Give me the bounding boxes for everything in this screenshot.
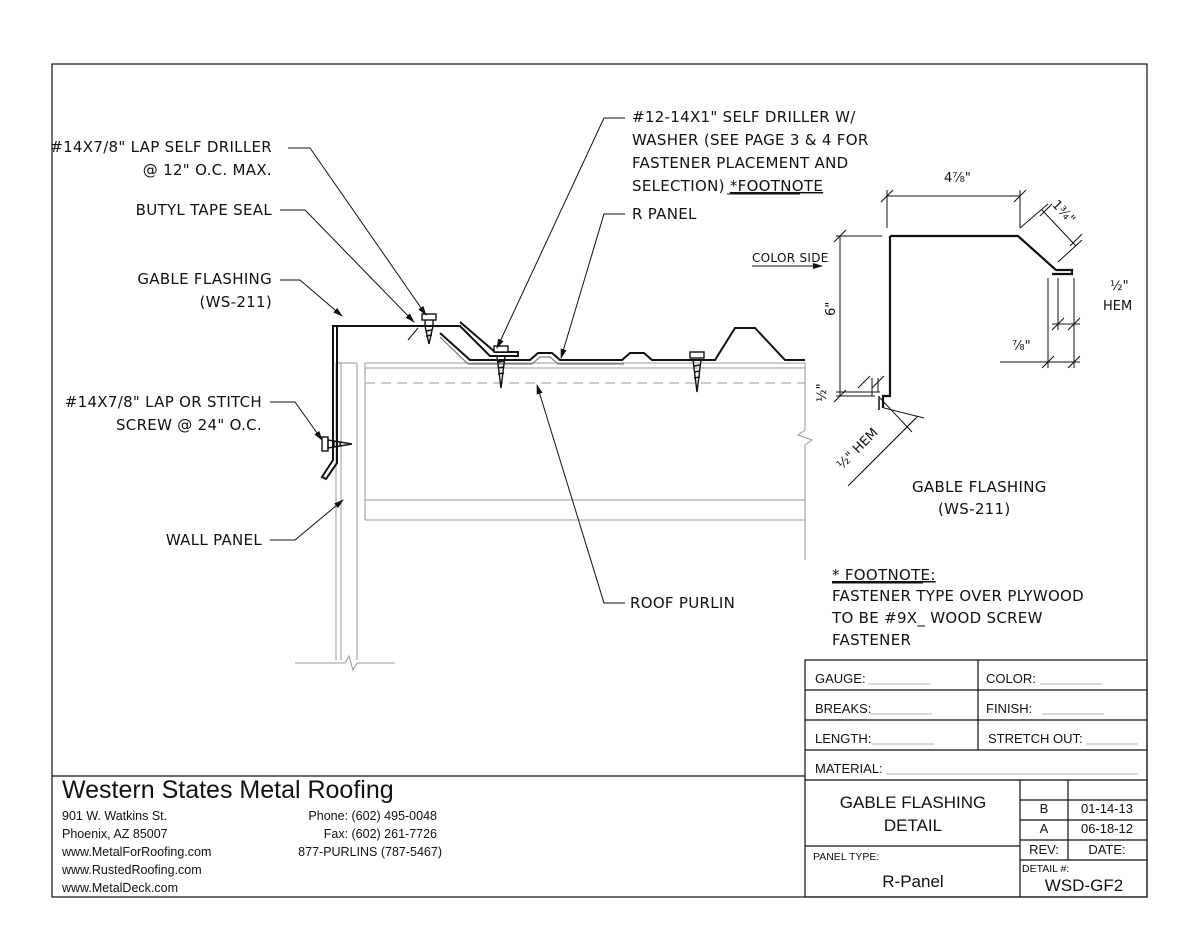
profile-subtitle: (WS-211): [938, 500, 1011, 518]
flashing-profile-line: [890, 234, 1074, 276]
lap-self-driller-label: @ 12" O.C. MAX.: [143, 161, 272, 179]
fax-number: Fax: (602) 261-7726: [324, 827, 437, 841]
self-driller-label: SELECTION) *FOOTNOTE: [632, 177, 823, 195]
sheet-border: [51, 63, 1148, 898]
r-panel-profile: [439, 327, 805, 361]
gable-flashing-label: GABLE FLASHING: [137, 270, 272, 288]
color-side-label: COLOR SIDE: [752, 251, 829, 265]
detail-title: GABLE FLASHING: [840, 793, 986, 812]
footnote-heading: * FOOTNOTE:: [832, 566, 936, 584]
section-detail: [295, 313, 814, 672]
wall-panel-label: WALL PANEL: [166, 531, 262, 549]
dim-slope: 1¾": [1048, 198, 1077, 228]
r-panel-label: R PANEL: [632, 205, 697, 223]
selection-text: SELECTION): [632, 177, 730, 195]
self-driller-label: WASHER (SEE PAGE 3 & 4 FOR: [632, 131, 869, 149]
date-header: DATE:: [1088, 842, 1125, 857]
breaks-field[interactable]: BREAKS:: [815, 701, 871, 716]
website-link: www.MetalForRoofing.com: [61, 845, 211, 859]
detail-title: DETAIL: [884, 816, 942, 835]
stretch-out-field[interactable]: STRETCH OUT:: [988, 731, 1083, 746]
color-field[interactable]: COLOR:: [986, 671, 1036, 686]
tollfree-number: 877-PURLINS (787-5467): [298, 845, 442, 859]
detail-number-label: DETAIL #:: [1022, 863, 1069, 875]
gauge-field[interactable]: GAUGE:: [815, 671, 866, 686]
dim-height: 6": [824, 302, 839, 316]
gable-flashing-label: (WS-211): [200, 293, 273, 311]
screw-icon: [493, 345, 509, 389]
revision-letter: B: [1040, 801, 1049, 816]
screw-icon: [689, 351, 705, 393]
address-line: Phoenix, AZ 85007: [62, 827, 168, 841]
dim-bottom-left: ½": [815, 383, 830, 402]
company-name: Western States Metal Roofing: [62, 776, 394, 804]
lap-stitch-label: #14X7/8" LAP OR STITCH: [65, 393, 262, 411]
length-field[interactable]: LENGTH:: [815, 731, 871, 746]
detail-number: WSD-GF2: [1045, 876, 1123, 895]
lap-stitch-label: SCREW @ 24" O.C.: [116, 416, 262, 434]
dim-hem-right-label: HEM: [1103, 299, 1132, 314]
title-block: GAUGE: COLOR: BREAKS: FINISH: LENGTH: ST…: [804, 659, 1148, 898]
profile-title: GABLE FLASHING: [912, 478, 1047, 496]
panel-type-value: R-Panel: [882, 872, 943, 891]
phone-number: Phone: (602) 495-0048: [308, 809, 437, 823]
address-line: 901 W. Watkins St.: [62, 809, 167, 823]
footnote-line: TO BE #9X_ WOOD SCREW: [831, 609, 1043, 628]
flashing-profile: COLOR SIDE 4⅞" 1¾" 6" ½" HEM ⅞" ½" ½" HE…: [752, 171, 1132, 518]
website-link: www.MetalDeck.com: [61, 881, 178, 895]
screw-icon: [321, 436, 353, 452]
website-link: www.RustedRoofing.com: [61, 863, 202, 877]
finish-field[interactable]: FINISH:: [986, 701, 1032, 716]
rev-header: REV:: [1029, 842, 1059, 857]
panel-type-label: PANEL TYPE:: [813, 851, 879, 863]
self-driller-label: FASTENER PLACEMENT AND: [632, 154, 848, 172]
lap-self-driller-label: #14X7/8" LAP SELF DRILLER: [50, 138, 272, 156]
material-field[interactable]: MATERIAL:: [815, 761, 883, 776]
footnote-line: FASTENER TYPE OVER PLYWOOD: [832, 587, 1084, 605]
revision-date: 01-14-13: [1081, 801, 1133, 816]
gable-flashing-section: [320, 321, 519, 481]
roof-purlin-label: ROOF PURLIN: [630, 594, 735, 612]
dim-hem-right-value: ½": [1110, 279, 1129, 294]
dim-bottom-right: ⅞": [1012, 339, 1031, 354]
revision-date: 06-18-12: [1081, 821, 1133, 836]
screw-icon: [421, 313, 437, 345]
footnote-ref: *FOOTNOTE: [730, 177, 823, 195]
dim-hem-left: ½" HEM: [834, 426, 881, 473]
self-driller-label: #12-14X1" SELF DRILLER W/: [632, 108, 856, 126]
callouts: [270, 117, 625, 604]
dim-top-width: 4⅞": [944, 171, 971, 186]
company-info: Western States Metal Roofing 901 W. Watk…: [52, 775, 805, 895]
footnote: * FOOTNOTE: FASTENER TYPE OVER PLYWOOD T…: [831, 566, 1084, 649]
butyl-tape-label: BUTYL TAPE SEAL: [136, 201, 273, 219]
footnote-line: FASTENER: [832, 631, 911, 649]
revision-letter: A: [1040, 821, 1049, 836]
